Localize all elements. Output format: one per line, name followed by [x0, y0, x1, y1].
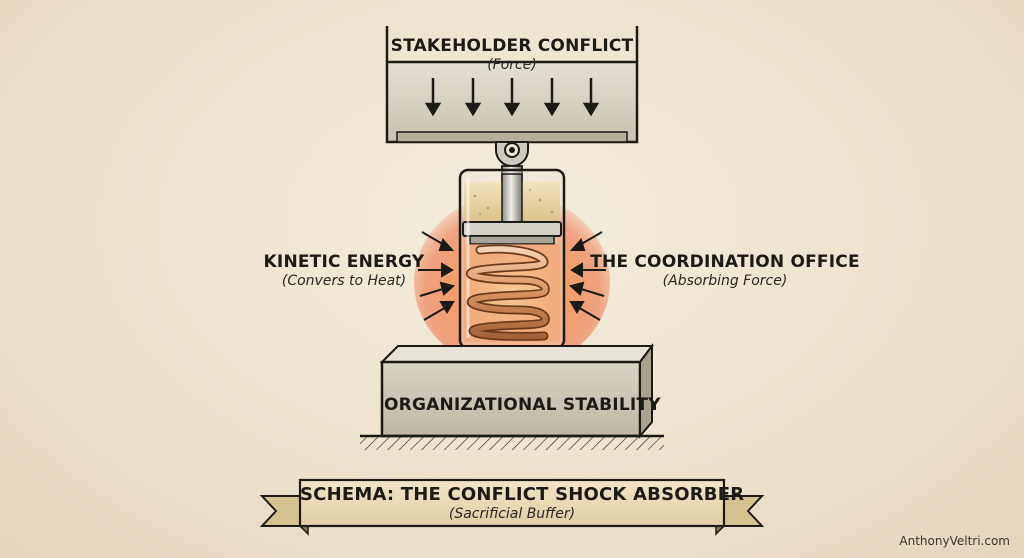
ground [360, 434, 664, 450]
right-callout-subtitle: (Absorbing Force) [662, 273, 788, 289]
base-block [379, 343, 654, 439]
left-callout-title: KINETIC ENERGY [263, 252, 425, 272]
kinetic-energy-label: KINETIC ENERGY (Convers to Heat) [244, 252, 444, 290]
right-heat-arrows [568, 231, 606, 321]
stakeholder-conflict-label: STAKEHOLDER CONFLICT (Force) [312, 36, 712, 74]
top-mount-eye [495, 141, 529, 167]
left-heat-arrows [418, 231, 456, 321]
base-block-title: ORGANIZATIONAL STABILITY [384, 395, 661, 415]
left-callout-subtitle: (Convers to Heat) [281, 273, 407, 289]
banner-title: SCHEMA: THE CONFLICT SHOCK ABSORBER [300, 484, 745, 505]
banner-subtitle: (Sacrificial Buffer) [448, 506, 576, 522]
top-block-subtitle: (Force) [487, 57, 537, 73]
coil-spring [465, 244, 550, 341]
force-arrows [424, 78, 600, 117]
schema-banner-label: SCHEMA: THE CONFLICT SHOCK ABSORBER (Sac… [300, 484, 745, 523]
coordination-office-label: THE COORDINATION OFFICE (Absorbing Force… [590, 252, 860, 290]
right-callout-title: THE COORDINATION OFFICE [590, 252, 860, 272]
organizational-stability-label: ORGANIZATIONAL STABILITY [384, 395, 661, 415]
top-block [385, 26, 639, 144]
top-block-title: STAKEHOLDER CONFLICT [390, 36, 634, 56]
site-credit: AnthonyVeltri.com [899, 534, 1010, 548]
ribbon-banner [259, 478, 765, 536]
